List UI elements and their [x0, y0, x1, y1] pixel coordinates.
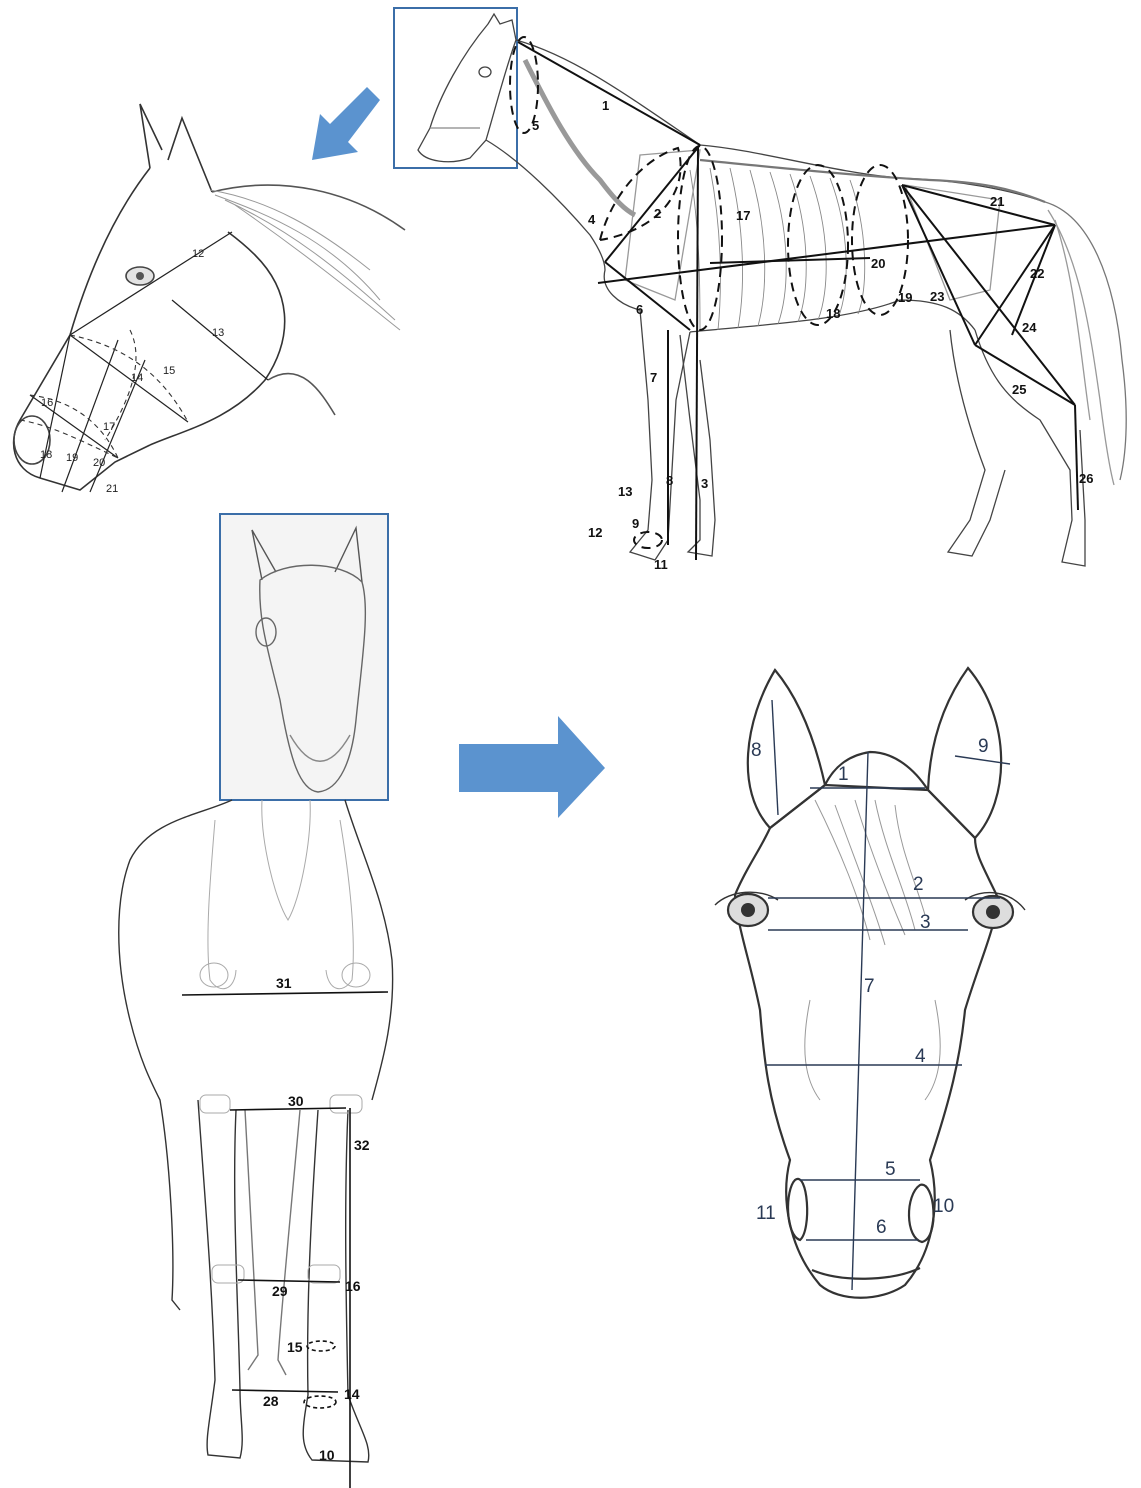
front-label-28: 28: [263, 1393, 279, 1409]
body-front-labels: 31 30 32 29 16 15 28 14 10: [263, 975, 370, 1463]
lateral-label-22: 22: [1030, 266, 1044, 281]
front-label-31: 31: [276, 975, 292, 991]
body-lateral-labels: 1 2 3 4 5 6 7 8 9 11 12 13 17 18 19 20 2…: [532, 98, 1093, 572]
lateral-label-26: 26: [1079, 471, 1093, 486]
face-label-6: 6: [876, 1217, 887, 1238]
head-label-21: 21: [106, 483, 118, 495]
face-label-3: 3: [920, 912, 931, 933]
lateral-label-2: 2: [654, 206, 661, 221]
head-label-20: 20: [93, 457, 105, 469]
lateral-label-7: 7: [650, 370, 657, 385]
face-label-2: 2: [913, 874, 924, 895]
arrow-right-icon: [459, 716, 605, 818]
body-lateral-dashed: [510, 37, 908, 548]
head-label-14: 14: [131, 372, 143, 384]
body-front-measures: [182, 992, 388, 1488]
lateral-label-11: 11: [654, 557, 668, 572]
lateral-label-5: 5: [532, 118, 539, 133]
lateral-label-8: 8: [666, 473, 673, 488]
lateral-label-6: 6: [636, 302, 643, 317]
body-lateral-panel: [418, 14, 1126, 566]
front-label-16: 16: [345, 1278, 361, 1294]
lateral-label-17: 17: [736, 208, 750, 223]
head-label-18: 18: [40, 449, 52, 461]
lateral-label-9: 9: [632, 516, 639, 531]
lateral-label-20: 20: [871, 256, 885, 271]
lateral-label-21: 21: [990, 194, 1004, 209]
face-label-7: 7: [864, 976, 875, 997]
head-label-13: 13: [212, 327, 224, 339]
face-front-labels: 1 2 3 4 5 6 7 8 9 10 11: [751, 736, 989, 1238]
lateral-label-24: 24: [1022, 320, 1037, 335]
face-label-9: 9: [978, 736, 989, 757]
face-label-4: 4: [915, 1046, 926, 1067]
head-label-16: 16: [41, 397, 53, 409]
face-label-5: 5: [885, 1159, 896, 1180]
head-label-19: 19: [66, 452, 78, 464]
body-lateral-measures: [518, 42, 1078, 560]
front-label-14: 14: [344, 1386, 360, 1402]
front-label-29: 29: [272, 1283, 288, 1299]
lateral-label-3: 3: [701, 476, 708, 491]
head-label-15: 15: [163, 365, 175, 377]
lateral-label-19: 19: [898, 290, 912, 305]
face-label-1: 1: [838, 764, 849, 785]
lateral-label-13: 13: [618, 484, 632, 499]
arrow-down-left-icon: [312, 87, 380, 160]
face-label-8: 8: [751, 740, 762, 761]
head-inset-frame: [394, 8, 517, 168]
front-label-30: 30: [288, 1093, 304, 1109]
head-profile-labels: 12 13 14 15 16 17 18 19 20 21: [40, 248, 224, 495]
front-label-15: 15: [287, 1339, 303, 1355]
face-label-10: 10: [933, 1196, 954, 1217]
face-front-measures: [765, 700, 1010, 1290]
lateral-label-1: 1: [602, 98, 609, 113]
front-label-32: 32: [354, 1137, 370, 1153]
head-profile-panel: [14, 104, 405, 492]
lateral-label-18: 18: [826, 306, 840, 321]
face-label-11: 11: [756, 1203, 776, 1224]
head-label-17: 17: [103, 421, 115, 433]
lateral-label-25: 25: [1012, 382, 1026, 397]
head-label-12: 12: [192, 248, 204, 260]
front-label-10: 10: [319, 1447, 335, 1463]
lateral-label-23: 23: [930, 289, 944, 304]
lateral-label-4: 4: [588, 212, 596, 227]
lateral-label-12: 12: [588, 525, 602, 540]
